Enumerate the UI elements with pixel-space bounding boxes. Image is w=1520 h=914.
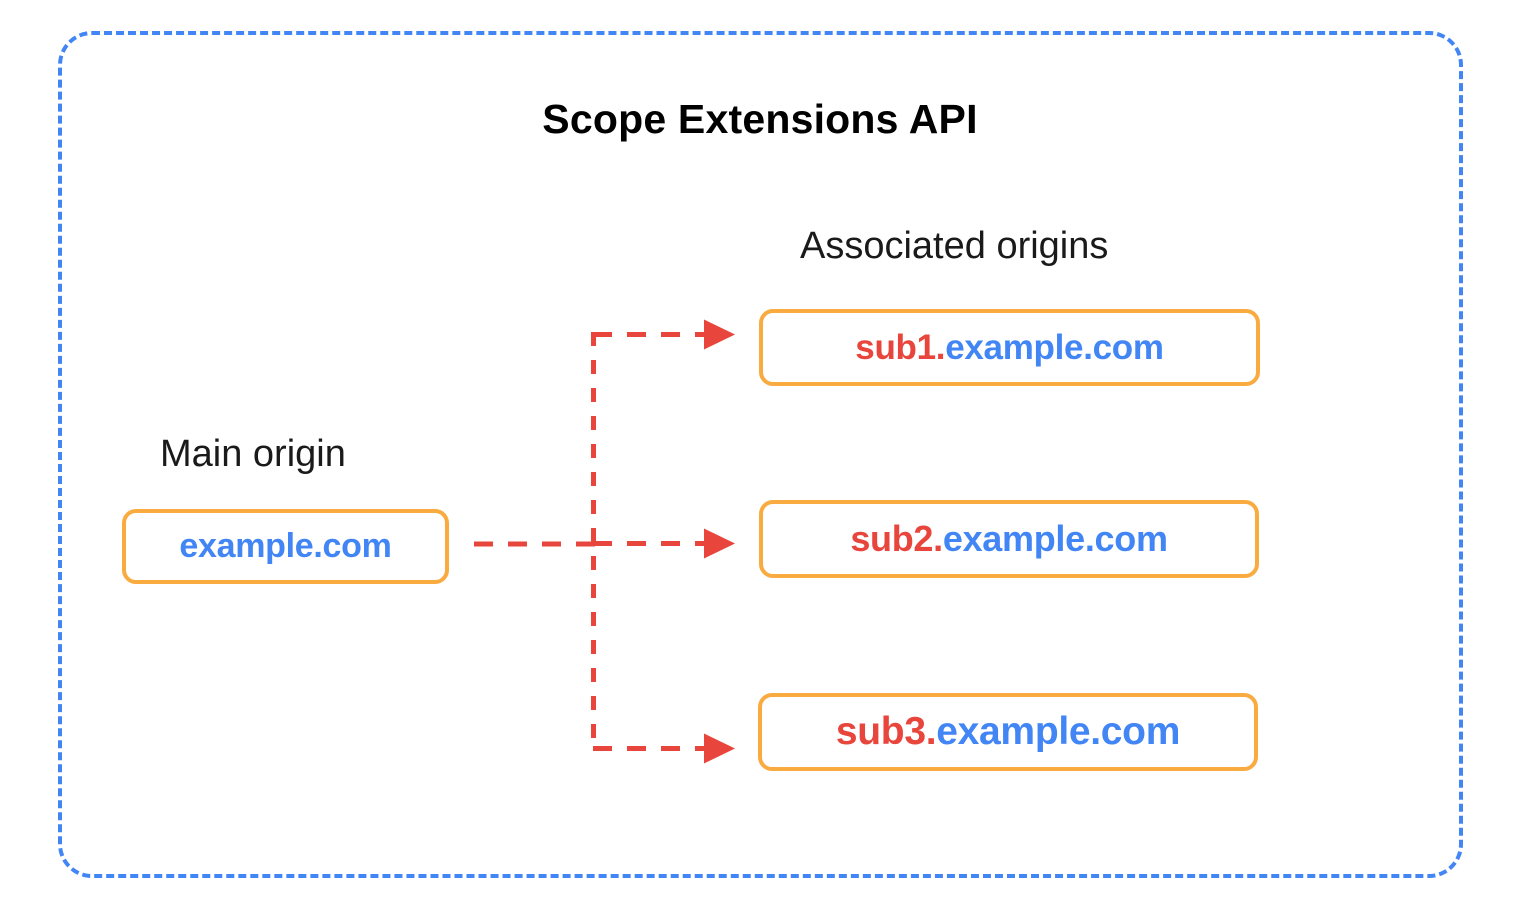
main-origin-label: Main origin bbox=[160, 433, 346, 475]
associated-origin-text-sub3: sub3.example.com bbox=[835, 710, 1181, 754]
associated-origin-domain-sub2: example.com bbox=[942, 518, 1168, 559]
main-origin-domain: example.com bbox=[179, 527, 392, 565]
associated-origin-box-sub3[interactable]: sub3.example.com bbox=[758, 693, 1258, 771]
page-title: Scope Extensions API bbox=[542, 96, 978, 142]
associated-origin-text-sub2: sub2.example.com bbox=[850, 518, 1168, 560]
main-origin-box[interactable]: example.com bbox=[122, 509, 449, 584]
associated-origin-domain-sub1: example.com bbox=[945, 327, 1164, 367]
associated-origin-domain-sub3: example.com bbox=[936, 710, 1181, 753]
associated-origin-text-sub1: sub1.example.com bbox=[855, 327, 1164, 368]
associated-origin-prefix-sub1: sub1. bbox=[855, 327, 946, 367]
diagram-outer-frame bbox=[58, 31, 1463, 878]
associated-origins-label: Associated origins bbox=[800, 225, 1109, 267]
main-origin-text: example.com bbox=[179, 527, 391, 566]
associated-origin-prefix-sub3: sub3. bbox=[835, 710, 937, 753]
associated-origin-box-sub2[interactable]: sub2.example.com bbox=[759, 500, 1259, 578]
associated-origin-box-sub1[interactable]: sub1.example.com bbox=[759, 309, 1260, 386]
associated-origin-prefix-sub2: sub2. bbox=[850, 518, 943, 559]
